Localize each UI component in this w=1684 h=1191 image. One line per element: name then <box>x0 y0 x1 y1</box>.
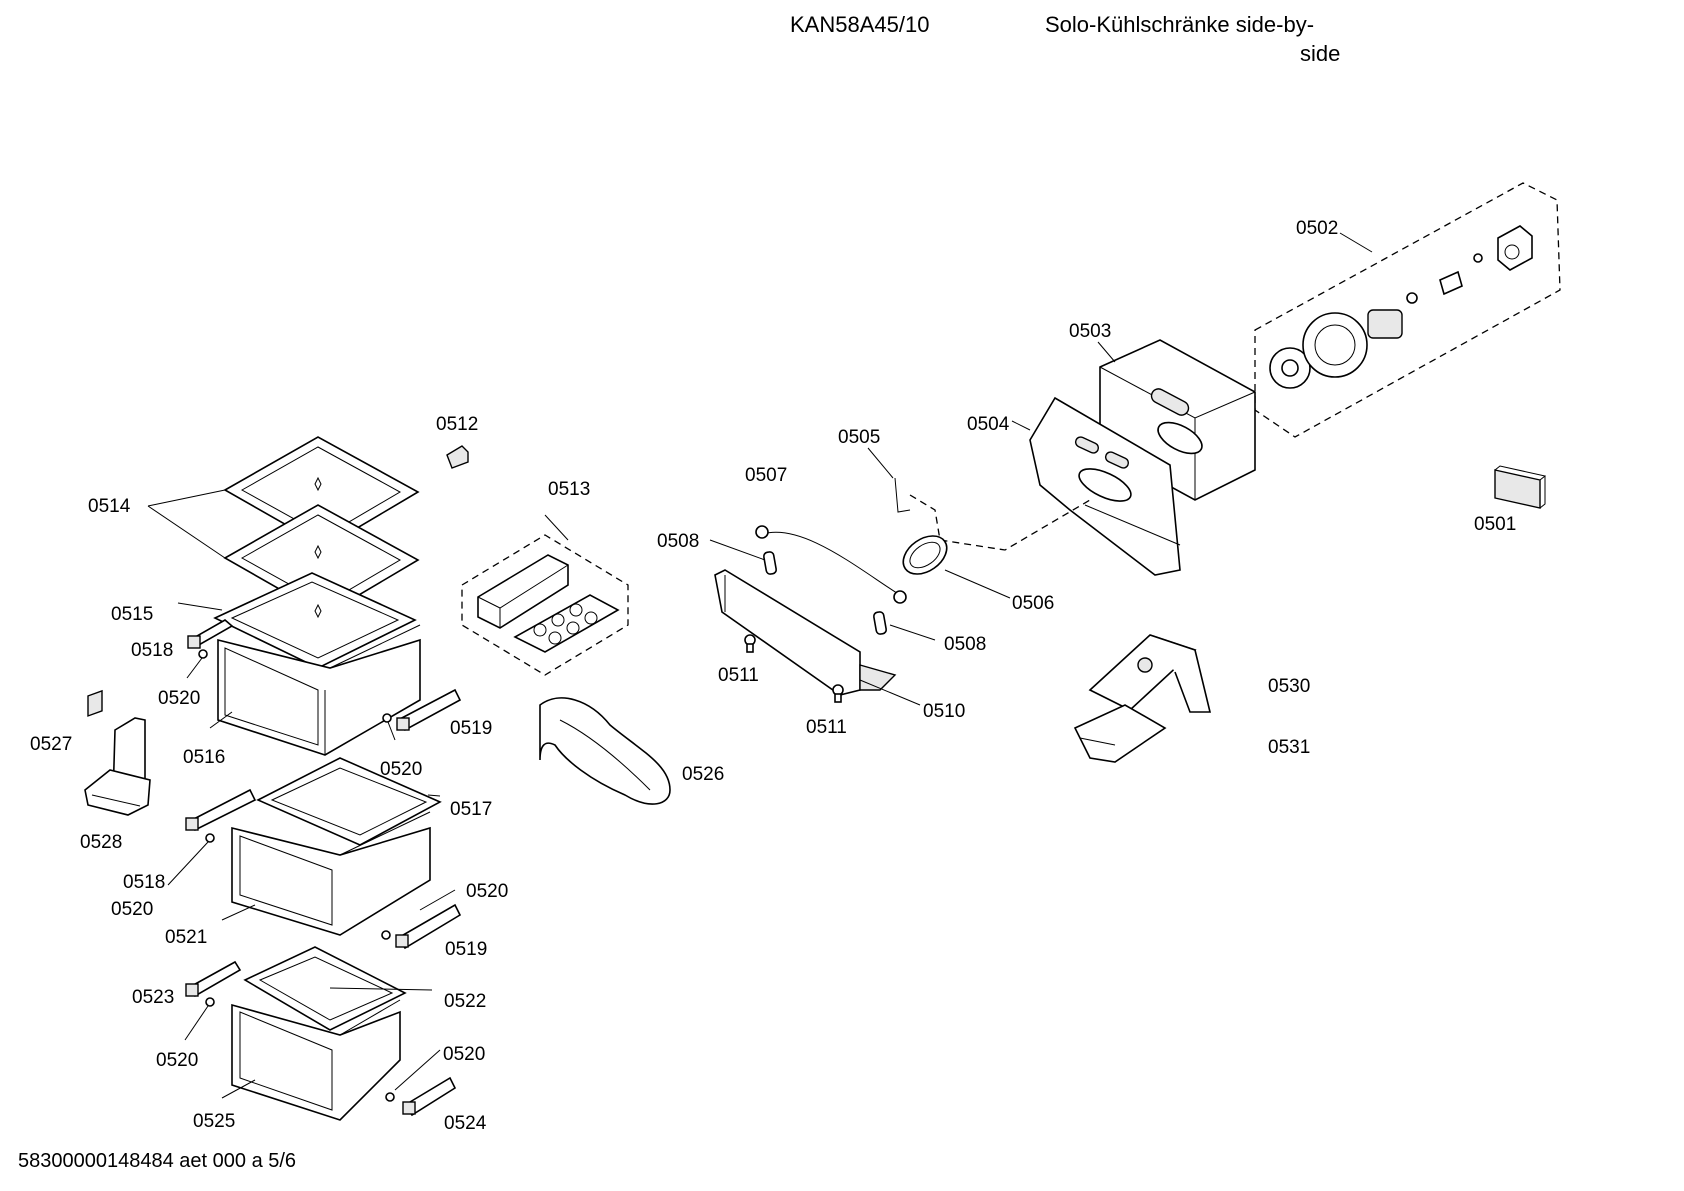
label-0521: 0521 <box>165 927 207 948</box>
label-0505: 0505 <box>838 427 880 448</box>
drawer-0521 <box>221 811 431 936</box>
label-0526: 0526 <box>682 764 724 785</box>
label-0514: 0514 <box>88 496 131 517</box>
label-0520-b: 0520 <box>380 759 422 780</box>
label-0531: 0531 <box>1268 737 1310 758</box>
rail-0518-upper <box>187 619 234 649</box>
document-id: 58300000148484 aet 000 a 5/6 <box>18 1150 297 1172</box>
rail-0519-upper <box>396 688 462 732</box>
drawer-0525 <box>221 999 401 1121</box>
label-0508-left: 0508 <box>657 531 699 552</box>
label-0515: 0515 <box>111 604 153 625</box>
gasket-0506 <box>902 535 1011 599</box>
label-0502: 0502 <box>1296 218 1338 239</box>
lamp-0508-right <box>872 611 936 641</box>
label-0501: 0501 <box>1474 514 1516 535</box>
label-0520-d: 0520 <box>466 881 508 902</box>
screw-0511-lower <box>832 684 844 703</box>
screw-0520-f <box>385 1092 395 1102</box>
cover-panel-0504 <box>1011 396 1181 576</box>
label-0527: 0527 <box>30 734 72 755</box>
screw-0520-d <box>381 930 391 940</box>
label-0512: 0512 <box>436 414 478 435</box>
air-duct-0526 <box>539 697 671 805</box>
rail-0518-lower <box>185 788 257 831</box>
label-0513: 0513 <box>548 479 590 500</box>
label-0519-upper: 0519 <box>450 718 492 739</box>
label-0518-upper: 0518 <box>131 640 173 661</box>
drawer-lid-0517 <box>256 757 442 846</box>
cover-0531 <box>1073 704 1167 763</box>
clip-0512 <box>446 445 469 469</box>
shelf-0515 <box>177 572 417 669</box>
screw-0511-upper <box>744 634 756 653</box>
rail-0523 <box>185 960 242 998</box>
bracket-0530 <box>1088 634 1212 713</box>
screw-0520-b <box>382 713 392 723</box>
lamp-cover-0510 <box>714 569 921 706</box>
screw-0520-a <box>198 649 208 659</box>
label-0504: 0504 <box>967 414 1010 435</box>
wire-path <box>909 494 1091 551</box>
lamp-cable-0507 <box>755 525 907 604</box>
rail-0524 <box>402 1076 457 1117</box>
label-0503: 0503 <box>1069 321 1111 342</box>
label-0519-lower: 0519 <box>445 939 487 960</box>
screw-0520-c <box>205 833 215 843</box>
label-0523: 0523 <box>132 987 174 1008</box>
label-0520-f: 0520 <box>443 1044 485 1065</box>
label-0510: 0510 <box>923 701 965 722</box>
leader-0514 <box>147 489 226 559</box>
diagram-title-line2: side <box>1300 41 1341 66</box>
rail-0519-lower <box>395 903 462 950</box>
label-0518-lower: 0518 <box>123 872 165 893</box>
diagram-title-line1: Solo-Kühlschränke side-by- <box>1045 12 1315 37</box>
label-0522: 0522 <box>444 991 486 1012</box>
label-0520-e: 0520 <box>156 1050 198 1071</box>
container-0513 <box>461 514 629 676</box>
label-0508-right: 0508 <box>944 634 986 655</box>
label-0530: 0530 <box>1268 676 1310 697</box>
label-0516: 0516 <box>183 747 225 768</box>
temperature-sensor-0505 <box>867 447 911 513</box>
model-number: KAN58A45/10 <box>790 12 930 37</box>
label-0511-lower: 0511 <box>806 717 847 738</box>
label-0525: 0525 <box>193 1111 235 1132</box>
label-0528: 0528 <box>80 832 122 853</box>
label-0520-c: 0520 <box>111 899 153 920</box>
filter-housing-0528 <box>84 717 151 816</box>
filter-0527 <box>87 689 103 717</box>
label-0524: 0524 <box>444 1113 487 1134</box>
fan-assembly-0502 <box>1254 182 1561 438</box>
label-0506: 0506 <box>1012 593 1054 614</box>
label-0517: 0517 <box>450 799 492 820</box>
drawer-lid-0522 <box>243 946 433 1031</box>
label-0511-upper: 0511 <box>718 665 759 686</box>
crisper-drawer-0516 <box>209 624 421 756</box>
switch-0501 <box>1494 465 1547 509</box>
label-0520-a: 0520 <box>158 688 200 709</box>
label-0507: 0507 <box>745 465 787 486</box>
lamp-0508-left <box>709 539 778 575</box>
screw-0520-e <box>205 997 215 1007</box>
